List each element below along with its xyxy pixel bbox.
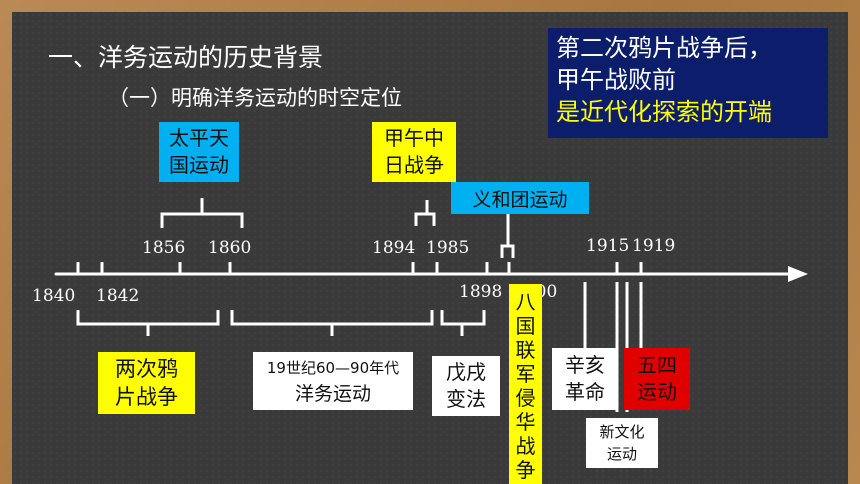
wuxu-line-1: 戊戌 xyxy=(446,360,486,384)
eight-nation-char-6: 华 xyxy=(515,410,536,434)
wuxu-line-2: 变法 xyxy=(446,387,486,411)
event-may-fourth: 五四 运动 xyxy=(624,348,690,410)
event-eight-nation-alliance: 八 国 联 军 侵 华 战 争 xyxy=(509,284,542,484)
year-1860: 1860 xyxy=(208,238,252,258)
opium-line-2: 片战争 xyxy=(115,385,178,409)
brace-yangwu xyxy=(230,310,434,336)
year-1842: 1842 xyxy=(96,286,140,306)
year-1856: 1856 xyxy=(142,238,186,258)
may-fourth-line-1: 五四 xyxy=(637,353,677,377)
xinhai-line-1: 辛亥 xyxy=(565,353,605,377)
year-1894: 1894 xyxy=(372,238,416,258)
new-culture-line-1: 新文化 xyxy=(599,423,645,441)
year-1898: 1898 xyxy=(459,282,503,302)
callout-line-2: 甲午战败前 xyxy=(556,66,676,94)
may-fourth-line-2: 运动 xyxy=(637,380,677,404)
year-1840: 1840 xyxy=(32,286,76,306)
callout-line-3: 是近代化探索的开端 xyxy=(556,98,772,126)
event-new-culture: 新文化 运动 xyxy=(586,418,658,468)
event-opium-wars: 两次鸦 片战争 xyxy=(98,352,195,414)
eight-nation-char-2: 国 xyxy=(515,314,536,338)
brace-wuxu xyxy=(440,310,486,336)
bracket-boxer xyxy=(500,244,515,258)
event-wuxu: 戊戌 变法 xyxy=(432,356,500,416)
eight-nation-char-3: 联 xyxy=(515,338,536,362)
timeline-arrow-icon xyxy=(788,266,808,282)
main-heading: 一、洋务运动的历史背景 xyxy=(48,43,324,72)
year-1985: 1985 xyxy=(426,238,470,258)
xinhai-line-2: 革命 xyxy=(565,380,605,404)
eight-nation-char-4: 军 xyxy=(515,362,536,386)
event-xinhai: 辛亥 革命 xyxy=(552,348,618,410)
sub-heading: （一）明确洋务运动的时空定位 xyxy=(108,86,402,110)
event-yangwu: 19世纪60—90年代 洋务运动 xyxy=(253,352,413,410)
jiawu-line-1: 甲午中 xyxy=(384,126,444,150)
event-boxer: 义和团运动 xyxy=(451,182,589,214)
boxer-label: 义和团运动 xyxy=(472,188,568,211)
brace-opium xyxy=(76,310,220,336)
summary-callout: 第二次鸦片战争后， 甲午战败前 是近代化探索的开端 xyxy=(548,28,828,138)
jiawu-line-2: 日战争 xyxy=(384,153,444,177)
opium-line-1: 两次鸦 xyxy=(115,357,178,381)
brace-jiawu xyxy=(414,200,436,226)
taiping-line-2: 国运动 xyxy=(169,153,229,177)
event-jiawu: 甲午中 日战争 xyxy=(372,122,456,182)
brace-taiping xyxy=(160,198,244,228)
year-1915: 1915 xyxy=(586,236,630,256)
yangwu-line-2: 洋务运动 xyxy=(294,383,371,405)
callout-line-1: 第二次鸦片战争后， xyxy=(556,34,772,62)
eight-nation-char-8: 争 xyxy=(515,458,536,482)
event-taiping: 太平天 国运动 xyxy=(159,122,239,182)
eight-nation-char-1: 八 xyxy=(515,290,536,314)
new-culture-line-2: 运动 xyxy=(606,445,637,463)
year-1919: 1919 xyxy=(632,236,676,256)
eight-nation-char-7: 战 xyxy=(515,434,536,458)
eight-nation-char-5: 侵 xyxy=(515,386,536,410)
yangwu-line-1: 19世纪60—90年代 xyxy=(266,359,400,377)
taiping-line-1: 太平天 xyxy=(169,126,229,150)
